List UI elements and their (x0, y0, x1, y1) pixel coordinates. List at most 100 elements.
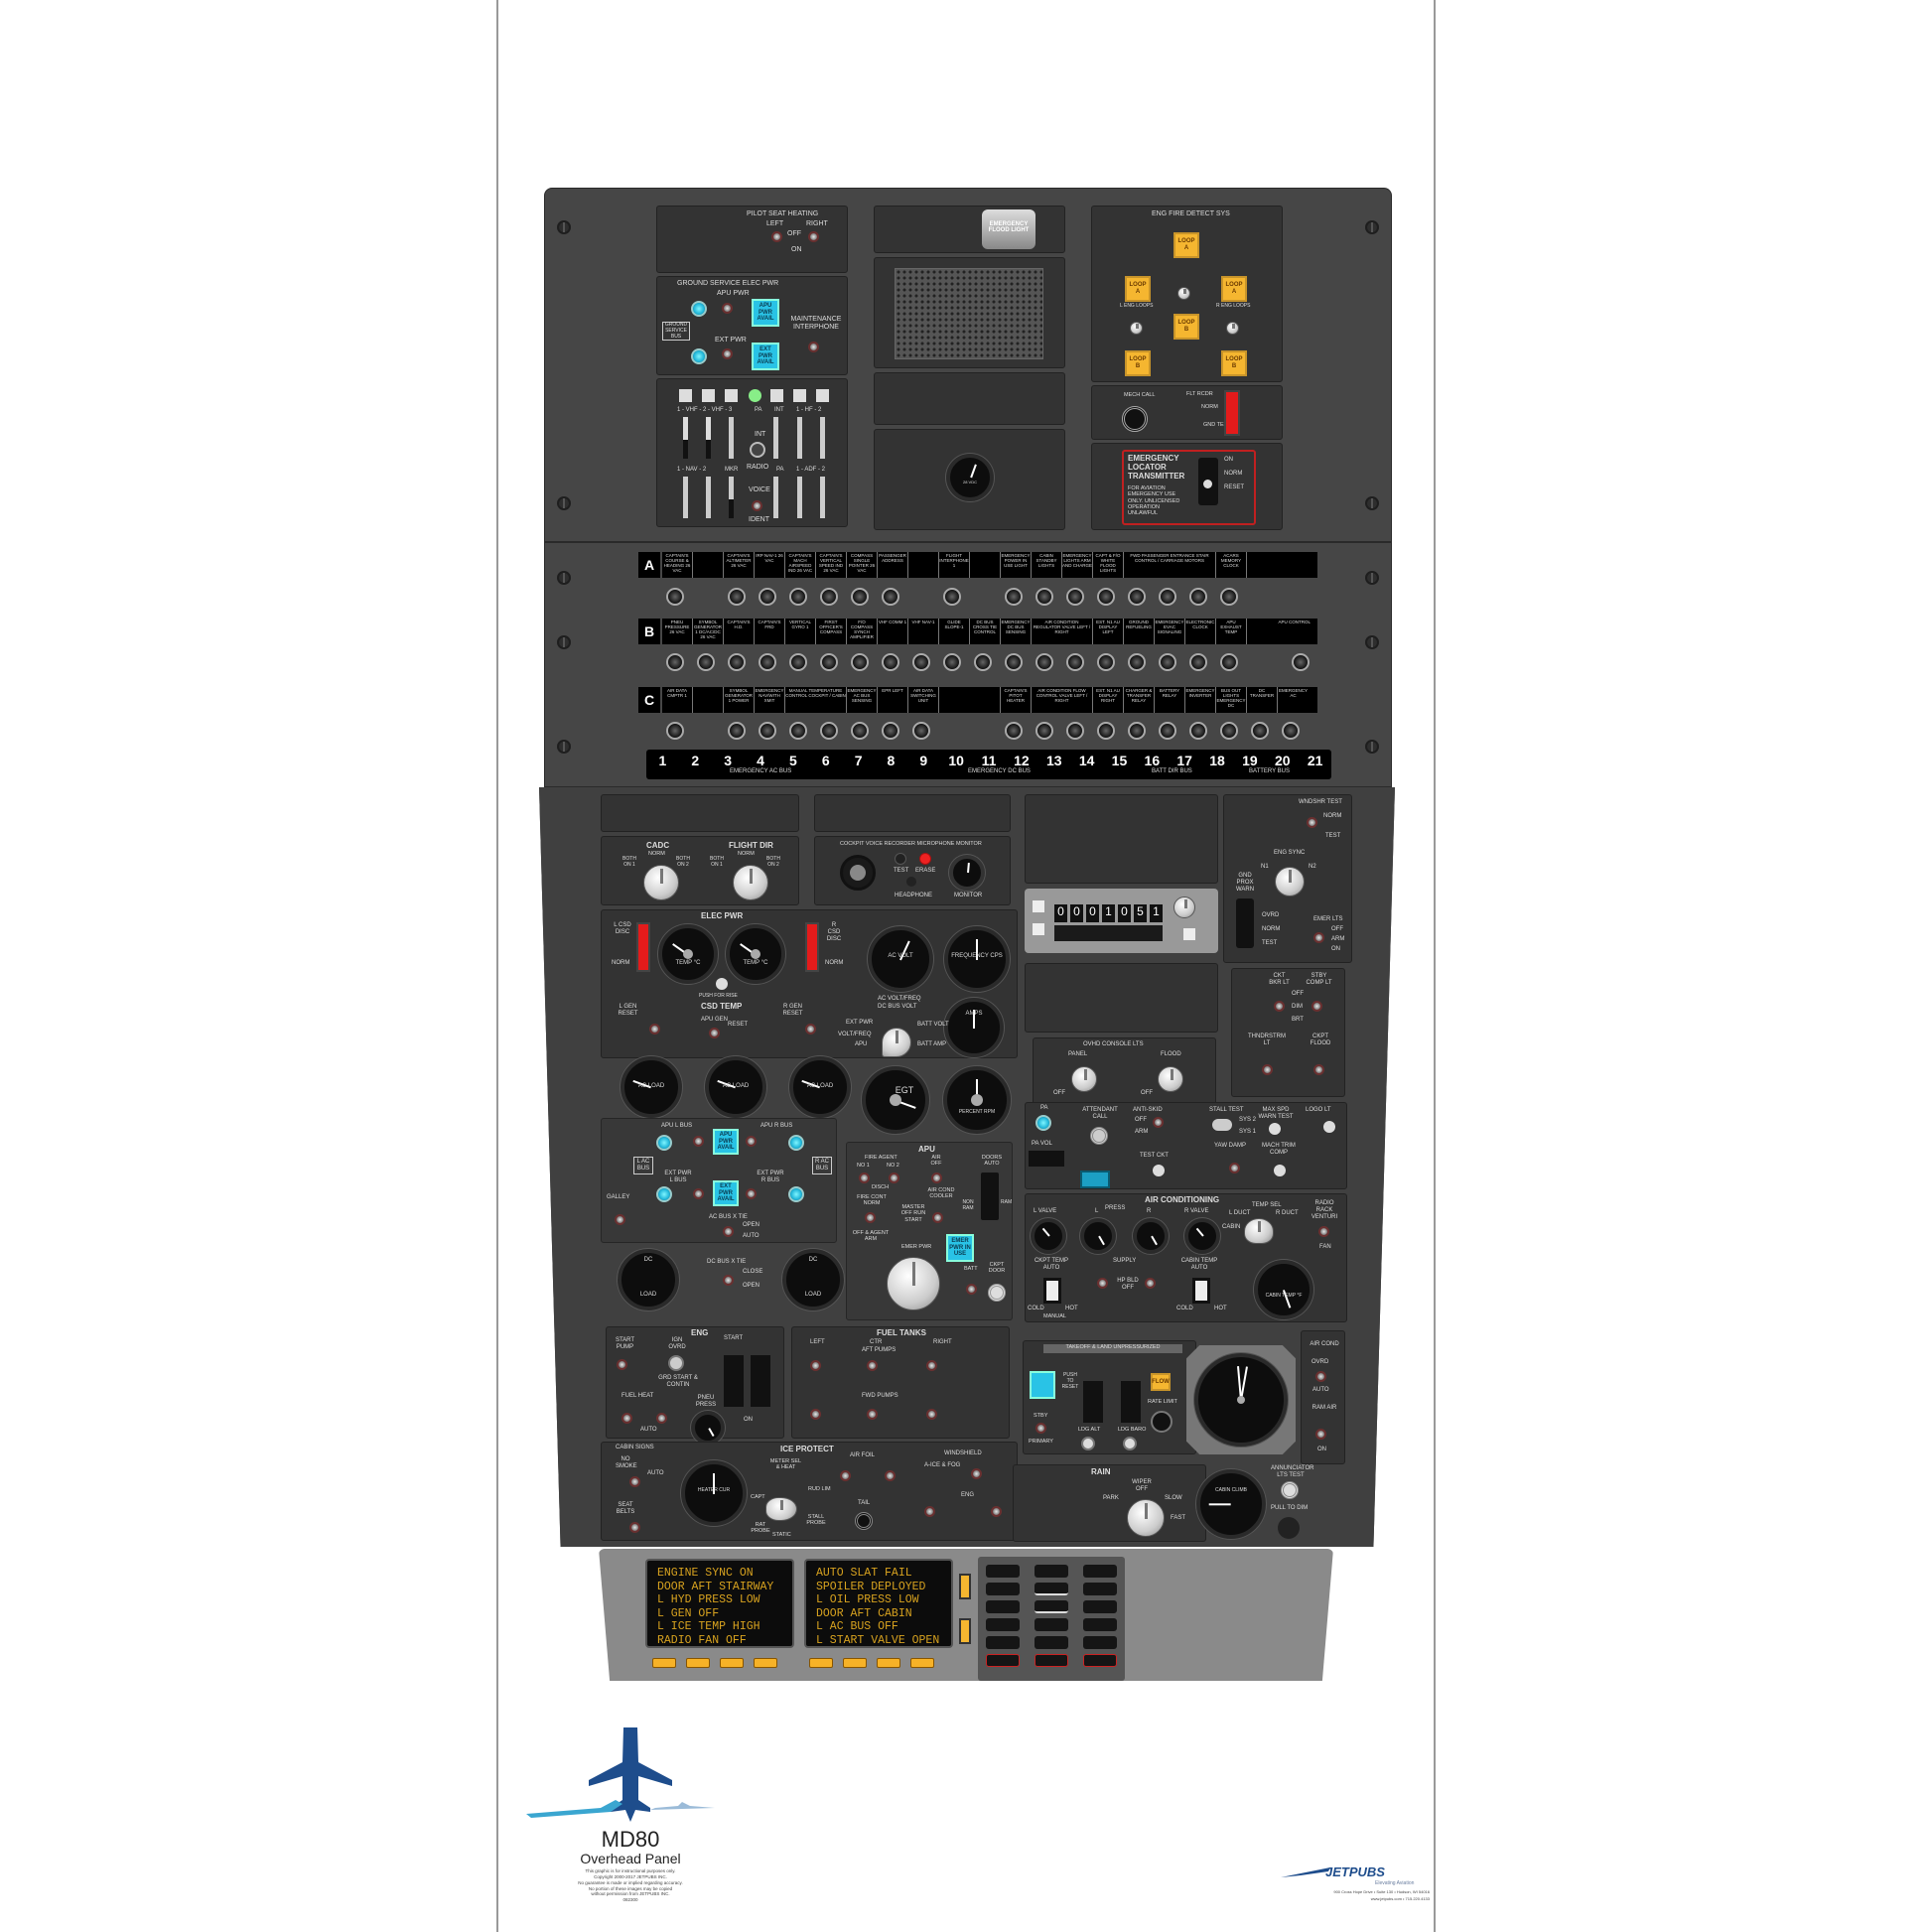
attendant-call-button[interactable] (1090, 1127, 1108, 1145)
circuit-breaker[interactable] (1035, 653, 1053, 671)
cvr-erase-button[interactable] (919, 853, 931, 865)
ctr-aft-pump-toggle[interactable] (867, 1360, 878, 1371)
airfoil-l-sys-toggle[interactable] (840, 1470, 851, 1481)
circuit-breaker[interactable] (882, 722, 899, 740)
volume-slider[interactable] (820, 417, 825, 459)
circuit-breaker[interactable] (1005, 722, 1023, 740)
annunciator-test-button[interactable] (1281, 1481, 1299, 1499)
apu-air-toggle[interactable] (931, 1173, 942, 1183)
volume-slider[interactable] (797, 477, 802, 518)
apu-doors-switch[interactable] (981, 1173, 999, 1220)
test-ckt-button[interactable] (1153, 1165, 1165, 1176)
circuit-breaker[interactable] (1128, 653, 1146, 671)
ext-pwr-l-bus-toggle[interactable] (693, 1188, 704, 1199)
circuit-breaker[interactable] (728, 722, 746, 740)
int-radio-switch[interactable] (750, 442, 765, 458)
circuit-breaker[interactable] (1159, 722, 1176, 740)
apu-l-bus-toggle[interactable] (693, 1136, 704, 1147)
eoap-button[interactable] (809, 1658, 833, 1668)
fuel-heat-r-toggle[interactable] (656, 1413, 667, 1424)
circuit-breaker[interactable] (943, 588, 961, 606)
circuit-breaker[interactable] (1097, 588, 1115, 606)
flood-lights-knob[interactable] (1158, 1066, 1183, 1092)
supply-r-toggle[interactable] (1145, 1278, 1156, 1289)
ext-pwr-r-bus-toggle[interactable] (746, 1188, 757, 1199)
ext-pwr-toggle[interactable] (722, 348, 733, 359)
seat-belts-toggle[interactable] (629, 1522, 640, 1533)
fuel-heat-l-toggle[interactable] (621, 1413, 632, 1424)
seat-heat-right-toggle[interactable] (808, 231, 819, 242)
circuit-breaker[interactable] (820, 653, 838, 671)
pa-volume-control[interactable] (1029, 1151, 1064, 1167)
ckpt-flood-toggle[interactable] (1313, 1064, 1324, 1075)
counter-selector-knob[interactable] (1173, 897, 1195, 918)
mic-select-button[interactable] (793, 389, 806, 402)
volume-slider[interactable] (706, 477, 711, 518)
air-cond-ovrd-toggle[interactable] (1315, 1371, 1326, 1382)
eoap-button[interactable] (652, 1658, 676, 1668)
cvr-test-button[interactable] (895, 853, 906, 865)
cadc-selector-knob[interactable] (643, 865, 679, 900)
r-csd-disc-guard[interactable] (805, 922, 819, 972)
circuit-breaker[interactable] (1159, 653, 1176, 671)
mach-trim-button[interactable] (1274, 1165, 1286, 1176)
ign-ovrd-button[interactable] (668, 1355, 684, 1371)
circuit-breaker[interactable] (1189, 653, 1207, 671)
seat-heat-left-toggle[interactable] (771, 231, 782, 242)
pa-light[interactable] (1035, 1115, 1051, 1131)
eoap-button[interactable] (843, 1658, 867, 1668)
circuit-breaker[interactable] (1251, 722, 1269, 740)
thndrstrm-lt-toggle[interactable] (1262, 1064, 1273, 1075)
circuit-breaker[interactable] (1128, 588, 1146, 606)
ckt-bkr-lt-toggle[interactable] (1274, 1001, 1285, 1012)
circuit-breaker[interactable] (1066, 653, 1084, 671)
eoap-button[interactable] (720, 1658, 744, 1668)
yaw-damp-toggle[interactable] (1229, 1163, 1240, 1173)
mic-select-button[interactable] (702, 389, 715, 402)
emergency-flood-light[interactable]: EMERGENCY FLOOD LIGHT (982, 209, 1035, 249)
circuit-breaker[interactable] (1128, 722, 1146, 740)
apu-loops-selector[interactable] (1177, 287, 1190, 300)
counter-button[interactable] (1183, 928, 1195, 940)
circuit-breaker[interactable] (728, 588, 746, 606)
circuit-breaker[interactable] (759, 588, 776, 606)
fire-agent-1-toggle[interactable] (859, 1173, 870, 1183)
ldg-alt-knob[interactable] (1081, 1437, 1095, 1450)
right-fwd-pump-toggle[interactable] (926, 1409, 937, 1420)
circuit-breaker[interactable] (912, 653, 930, 671)
circuit-breaker[interactable] (1005, 588, 1023, 606)
circuit-breaker[interactable] (851, 653, 869, 671)
eoap-button[interactable] (910, 1658, 934, 1668)
left-aft-pump-toggle[interactable] (810, 1360, 821, 1371)
r-start-switch[interactable] (751, 1355, 770, 1407)
start-pump-toggle[interactable] (617, 1359, 627, 1370)
airfoil-r-sys-toggle[interactable] (885, 1470, 896, 1481)
circuit-breaker[interactable] (820, 588, 838, 606)
l-eng-loops-selector[interactable] (1130, 322, 1143, 335)
wiper-selector-knob[interactable] (1127, 1499, 1165, 1537)
circuit-breaker[interactable] (759, 653, 776, 671)
circuit-breaker[interactable] (789, 588, 807, 606)
volume-slider[interactable] (706, 417, 711, 459)
circuit-breaker[interactable] (789, 722, 807, 740)
flight-dir-selector-knob[interactable] (733, 865, 768, 900)
mech-call-button[interactable] (1122, 406, 1148, 432)
right-aft-pump-toggle[interactable] (926, 1360, 937, 1371)
tail-button[interactable] (855, 1512, 873, 1530)
counter-button[interactable] (1033, 923, 1044, 935)
meter-sel-heat-knob[interactable] (765, 1497, 797, 1521)
fire-agent-2-toggle[interactable] (889, 1173, 899, 1183)
emer-lts-toggle[interactable] (1313, 932, 1324, 943)
circuit-breaker[interactable] (1035, 722, 1053, 740)
csd-push-for-rise-button[interactable] (716, 978, 728, 990)
supply-l-toggle[interactable] (1097, 1278, 1108, 1289)
cabin-temp-lever[interactable] (1192, 1278, 1210, 1304)
circuit-breaker[interactable] (666, 588, 684, 606)
galley-toggle[interactable] (615, 1214, 625, 1225)
eoap-button[interactable] (877, 1658, 900, 1668)
circuit-breaker[interactable] (943, 653, 961, 671)
circuit-breaker[interactable] (882, 588, 899, 606)
circuit-breaker[interactable] (1035, 588, 1053, 606)
pa-select-button[interactable] (749, 389, 761, 402)
eoap-button[interactable] (686, 1658, 710, 1668)
